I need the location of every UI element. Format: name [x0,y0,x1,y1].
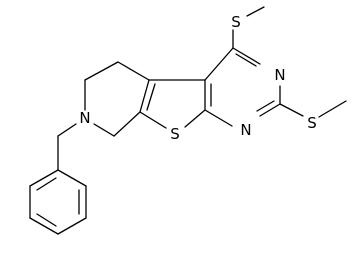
atom-s-methylthio-right: S [307,114,317,132]
bond-ph-3-4 [57,217,87,235]
bond-ph-4-5 [29,217,59,235]
bond-ph-6-1 [29,169,59,187]
bond-c4-n3 [232,47,261,65]
bond-c4b-c5 [117,61,150,81]
bond-methyl-s-top [246,6,265,17]
bond-c4-n3-inner [235,53,257,67]
atom-s-thiophene: S [170,125,180,143]
bond-n1-c7a [204,109,233,127]
bond-c4b-c8a [139,79,150,113]
atom-s-methylthio-top: S [231,13,241,31]
bond-c2-n1-inner [256,100,275,112]
pyrimidine-ring-bonds [204,47,281,127]
benzene-ring-bonds [29,169,87,235]
benzyl-bonds [57,123,77,171]
bond-s-c7a [184,109,206,128]
atom-n-pyrimidine-upper: N [274,66,285,84]
bond-ph-inner-c [36,177,57,191]
bond-c8a-s [139,111,167,129]
atom-n-piperidine: N [79,109,90,127]
bond-c4b-c8a-inner [146,83,156,111]
methylthio-top-bonds [232,6,265,49]
bond-c4a-c4 [204,47,234,81]
bond-c5-c6 [84,61,119,81]
bond-c2-n1 [259,103,281,117]
bond-c8-c8a [113,111,141,137]
bond-n7-ch2 [57,123,77,137]
methylthio-right-bonds [279,100,347,118]
bond-s-right-methyl [318,100,347,118]
bond-ph-inner-b [36,213,57,227]
bond-n7-c8 [93,123,115,137]
piperidine-ring-bonds [84,61,150,137]
bond-ph-1-2 [57,169,87,187]
atom-n-pyrimidine-lower: N [240,121,251,139]
thiophene-ring-bonds [139,79,206,129]
bond-c2-s-right [279,103,304,117]
